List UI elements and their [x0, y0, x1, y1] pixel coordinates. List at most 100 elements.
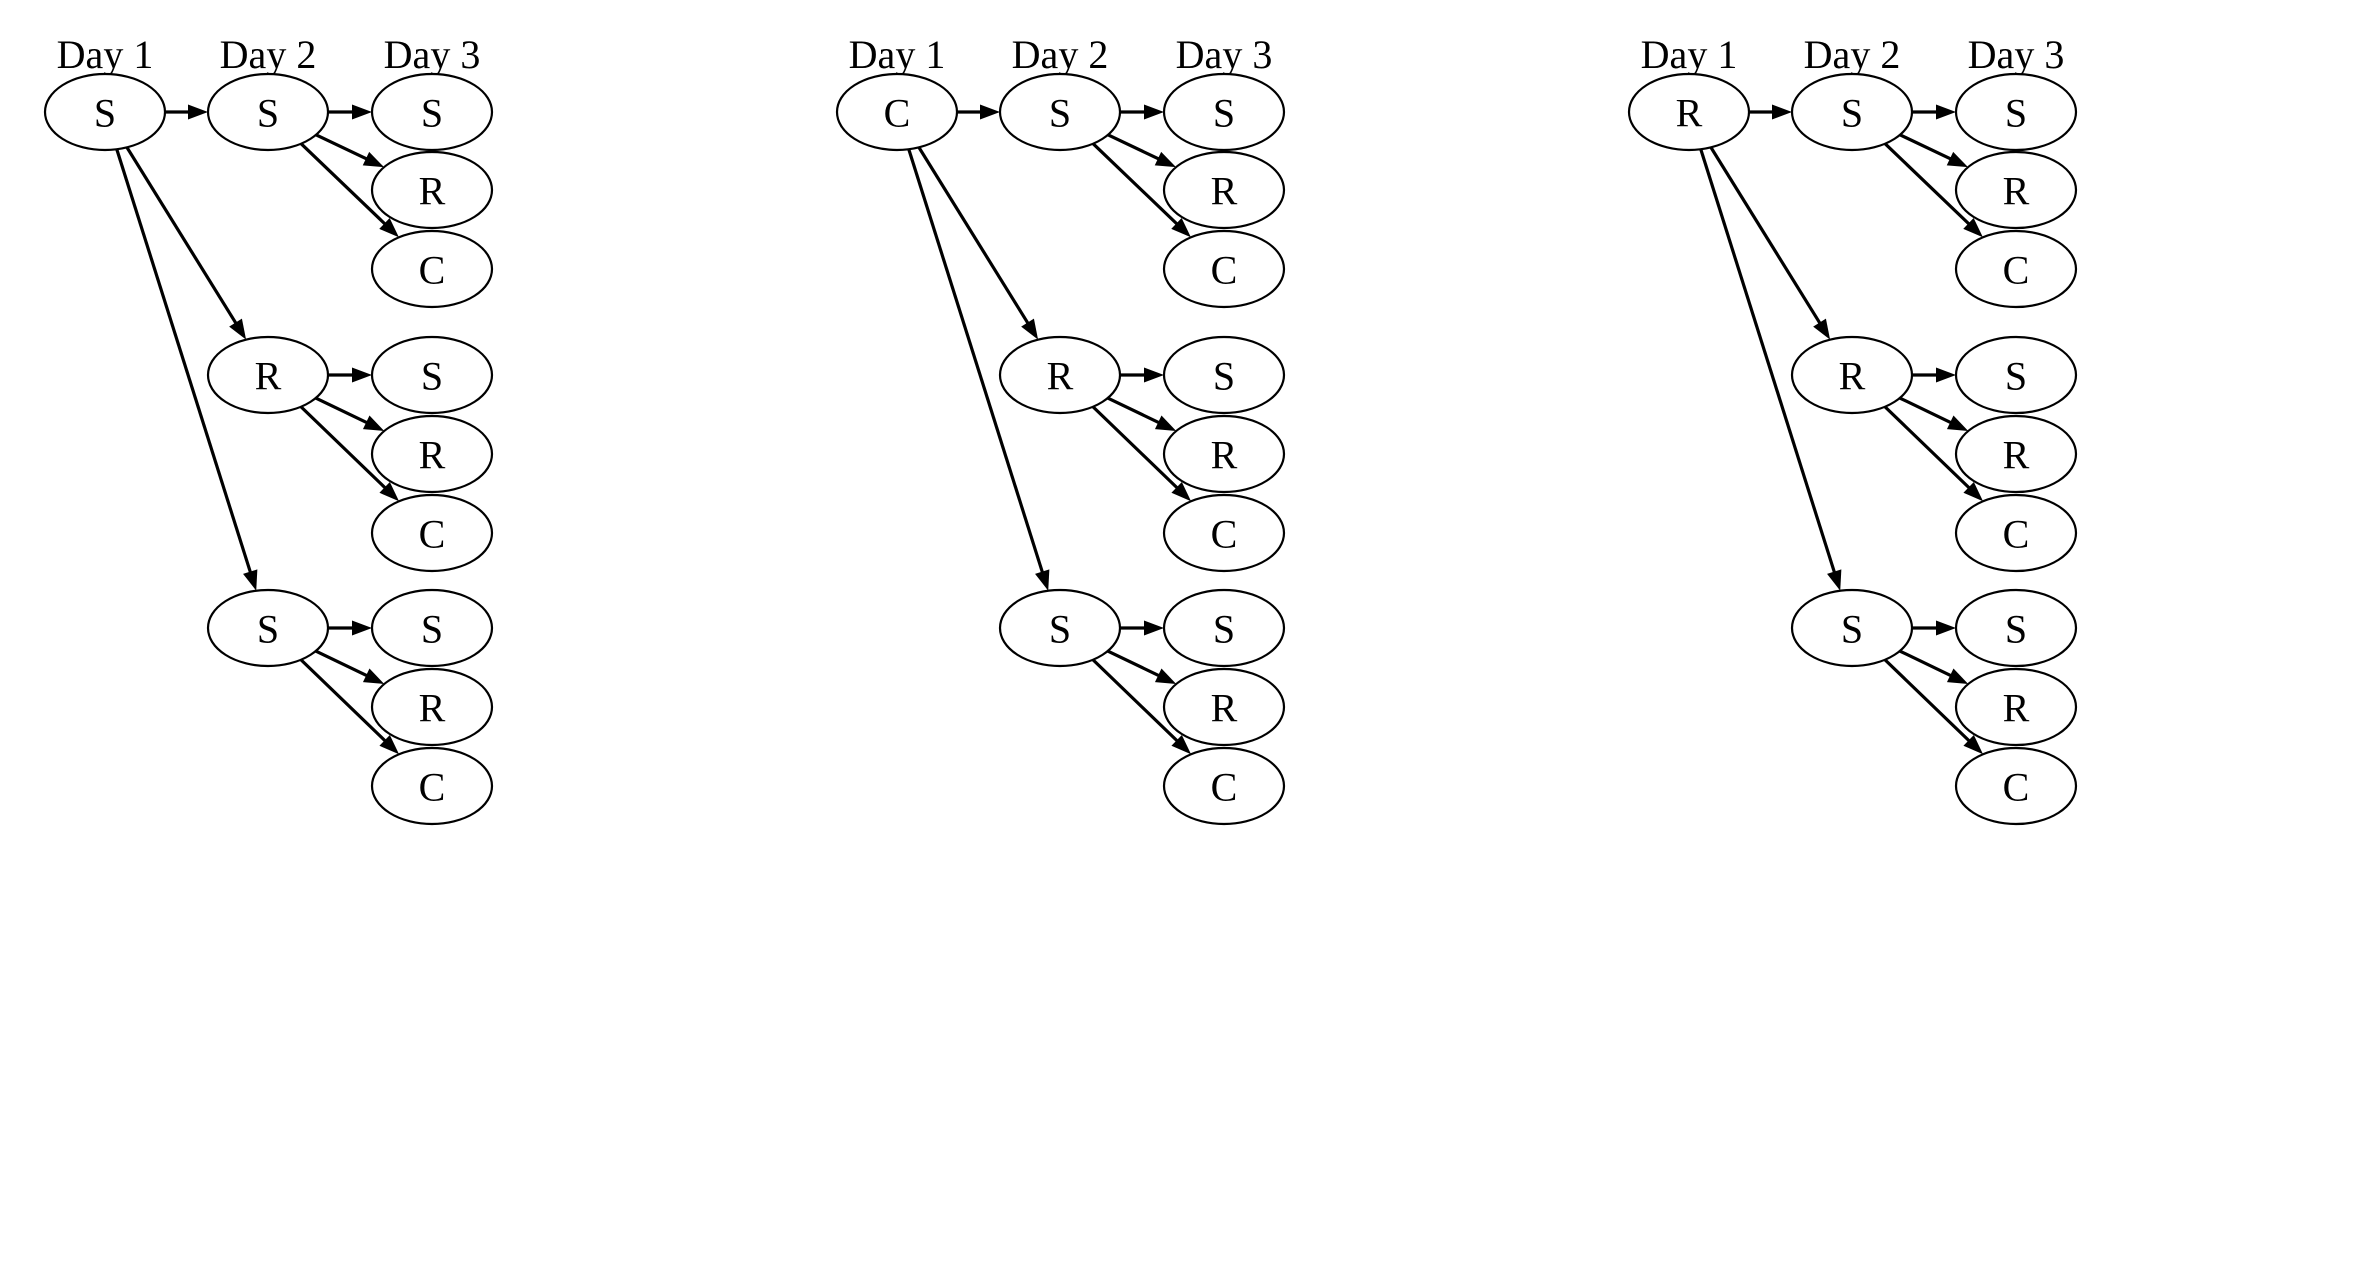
- node-day3-3-2[interactable]: R: [370, 667, 494, 747]
- node-day1-label: C: [884, 91, 911, 136]
- node-day3-2-3[interactable]: C: [1954, 493, 2078, 573]
- edge-day2-2-to-day3-2-arrowhead: [362, 415, 385, 431]
- node-day1-ellipse: [1627, 72, 1751, 152]
- node-day3-2-2[interactable]: R: [370, 414, 494, 494]
- edge-day2-1-to-day3-3-arrowhead: [379, 218, 399, 238]
- edge-day1-to-day2-2: [1709, 146, 1822, 326]
- node-day2-3-label: S: [1841, 607, 1863, 652]
- edge-day2-3-to-day3-3: [299, 658, 388, 743]
- node-day3-3-3[interactable]: C: [1954, 746, 2078, 826]
- column-header-day-3: Day 3: [384, 32, 481, 77]
- edge-day2-2-to-day3-2: [1899, 396, 1953, 425]
- edge-day2-1-to-day3-1-arrowhead: [1936, 104, 1956, 120]
- node-day1-label: R: [1676, 91, 1703, 136]
- node-day3-1-2[interactable]: R: [1954, 150, 2078, 230]
- node-day3-3-2-ellipse: [370, 667, 494, 747]
- node-day3-2-2-ellipse: [1162, 414, 1286, 494]
- edge-day2-1-to-day3-1-arrowhead: [1144, 104, 1164, 120]
- edge-day2-2-to-day3-2-arrowhead: [1946, 415, 1969, 431]
- edge-day2-2-to-day3-3-arrowhead: [1171, 481, 1192, 502]
- node-day2-2[interactable]: R: [206, 335, 330, 415]
- node-day3-3-2-label: R: [2003, 686, 2030, 731]
- node-day2-1-label: S: [257, 91, 279, 136]
- node-day1[interactable]: S: [43, 72, 167, 152]
- node-day3-2-2[interactable]: R: [1162, 414, 1286, 494]
- edge-day1-to-day2-1-arrowhead: [1772, 104, 1792, 120]
- node-day2-1-label: S: [1049, 91, 1071, 136]
- node-day2-3-ellipse: [206, 588, 330, 668]
- edge-day2-3-to-day3-3: [1091, 658, 1180, 743]
- node-day3-2-3[interactable]: C: [1162, 493, 1286, 573]
- column-header-day-3: Day 3: [1176, 32, 1273, 77]
- node-day3-1-3[interactable]: C: [1954, 229, 2078, 309]
- node-day3-2-1[interactable]: S: [370, 335, 494, 415]
- node-day1[interactable]: C: [835, 72, 959, 152]
- edge-day2-1-to-day3-3-arrowhead: [1171, 218, 1191, 238]
- node-day2-3-label: S: [257, 607, 279, 652]
- column-header-day-3: Day 3: [1968, 32, 2065, 77]
- node-day3-1-1[interactable]: S: [1162, 72, 1286, 152]
- node-day1-ellipse: [835, 72, 959, 152]
- edge-day2-2-to-day3-3: [299, 405, 388, 490]
- node-day3-3-3[interactable]: C: [1162, 746, 1286, 826]
- edge-day2-2-to-day3-3: [1091, 405, 1180, 490]
- edge-day2-2-to-day3-2: [315, 396, 369, 425]
- node-day3-1-3-ellipse: [370, 229, 494, 309]
- node-day3-1-1[interactable]: S: [1954, 72, 2078, 152]
- edge-day1-to-day2-2-arrowhead: [229, 318, 247, 340]
- node-day3-2-1[interactable]: S: [1954, 335, 2078, 415]
- node-day2-3[interactable]: S: [206, 588, 330, 668]
- edge-day2-2-to-day3-1-arrowhead: [1936, 367, 1956, 383]
- node-day2-1[interactable]: S: [1790, 72, 1914, 152]
- node-day2-3-label: S: [1049, 607, 1071, 652]
- node-day3-1-3[interactable]: C: [1162, 229, 1286, 309]
- node-day3-3-3[interactable]: C: [370, 746, 494, 826]
- node-day3-3-3-label: C: [419, 765, 446, 810]
- edge-day2-3-to-day3-3-arrowhead: [1171, 734, 1192, 755]
- edge-day1-to-day2-1-arrowhead: [980, 104, 1000, 120]
- node-day3-3-1-ellipse: [1162, 588, 1286, 668]
- node-day2-3[interactable]: S: [1790, 588, 1914, 668]
- node-day3-1-1[interactable]: S: [370, 72, 494, 152]
- edge-day2-3-to-day3-1-arrowhead: [352, 620, 372, 636]
- edge-day2-1-to-day3-2-arrowhead: [1154, 151, 1177, 168]
- column-header-day-1: Day 1: [849, 32, 946, 77]
- node-day3-1-2[interactable]: R: [1162, 150, 1286, 230]
- node-day2-1[interactable]: S: [998, 72, 1122, 152]
- edge-day2-3-to-day3-2: [1899, 649, 1953, 678]
- node-day3-1-2[interactable]: R: [370, 150, 494, 230]
- node-day3-1-2-label: R: [1211, 169, 1238, 214]
- node-day3-2-1[interactable]: S: [1162, 335, 1286, 415]
- node-day2-2[interactable]: R: [1790, 335, 1914, 415]
- node-day3-2-3[interactable]: C: [370, 493, 494, 573]
- node-day3-2-1-label: S: [1213, 354, 1235, 399]
- edge-day2-3-to-day3-2-arrowhead: [1154, 668, 1177, 684]
- node-day3-3-2-ellipse: [1162, 667, 1286, 747]
- node-day2-3[interactable]: S: [998, 588, 1122, 668]
- edge-day2-1-to-day3-3-arrowhead: [1963, 218, 1983, 238]
- edge-day2-2-to-day3-1-arrowhead: [352, 367, 372, 383]
- node-day3-1-1-ellipse: [1162, 72, 1286, 152]
- node-day3-2-2[interactable]: R: [1954, 414, 2078, 494]
- edge-day2-1-to-day3-2-arrowhead: [362, 151, 385, 168]
- node-day2-2-ellipse: [1790, 335, 1914, 415]
- node-day3-1-3[interactable]: C: [370, 229, 494, 309]
- node-day3-3-2[interactable]: R: [1954, 667, 2078, 747]
- node-day3-3-2-label: R: [1211, 686, 1238, 731]
- node-day2-1[interactable]: S: [206, 72, 330, 152]
- column-header-day-1: Day 1: [57, 32, 154, 77]
- node-day1[interactable]: R: [1627, 72, 1751, 152]
- node-day2-2[interactable]: R: [998, 335, 1122, 415]
- node-day3-3-2[interactable]: R: [1162, 667, 1286, 747]
- edge-day2-2-to-day3-2: [1107, 396, 1161, 425]
- node-day3-3-1-ellipse: [1954, 588, 2078, 668]
- node-day3-3-2-label: R: [419, 686, 446, 731]
- node-day3-3-1[interactable]: S: [1954, 588, 2078, 668]
- edge-day1-to-day2-3: [115, 148, 253, 575]
- node-day3-1-3-ellipse: [1162, 229, 1286, 309]
- node-day3-3-1[interactable]: S: [1162, 588, 1286, 668]
- node-day3-3-1[interactable]: S: [370, 588, 494, 668]
